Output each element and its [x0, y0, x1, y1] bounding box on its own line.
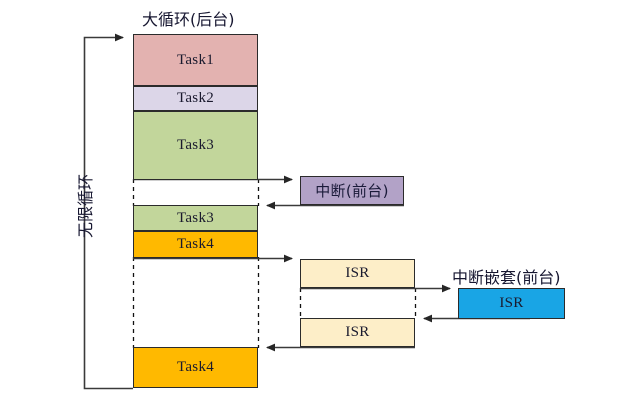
block-isr-second-label: ISR [345, 324, 370, 340]
title-nested-interrupt: 中断嵌套(前台) [452, 268, 561, 287]
infinite-loop-label: 无限循环 [76, 173, 95, 238]
block-interrupt-label: 中断(前台) [315, 182, 389, 200]
block-task4-first: Task4 [133, 231, 258, 258]
title-main-loop: 大循环(后台) [142, 10, 235, 29]
block-isr-first-label: ISR [345, 265, 370, 281]
block-isr-second: ISR [300, 318, 415, 347]
block-task3-second-label: Task3 [176, 209, 215, 226]
block-task1: Task1 [133, 34, 258, 86]
block-task3-first-label: Task3 [176, 137, 215, 153]
block-task4-first-label: Task4 [176, 236, 215, 252]
block-isr-nested-label: ISR [499, 295, 524, 311]
block-isr-first: ISR [300, 259, 415, 288]
block-task3-second: Task3 [133, 205, 258, 231]
block-task2-label: Task2 [176, 90, 215, 106]
block-task4-second: Task4 [133, 347, 258, 388]
block-task4-second-label: Task4 [176, 359, 215, 375]
block-isr-nested: ISR [458, 288, 565, 319]
block-interrupt: 中断(前台) [300, 176, 404, 205]
block-task1-label: Task1 [176, 51, 215, 68]
block-task3-first: Task3 [133, 111, 258, 180]
block-task2: Task2 [133, 86, 258, 111]
infinite-loop-arrow [83, 33, 133, 390]
dashed-guides [132, 179, 417, 348]
